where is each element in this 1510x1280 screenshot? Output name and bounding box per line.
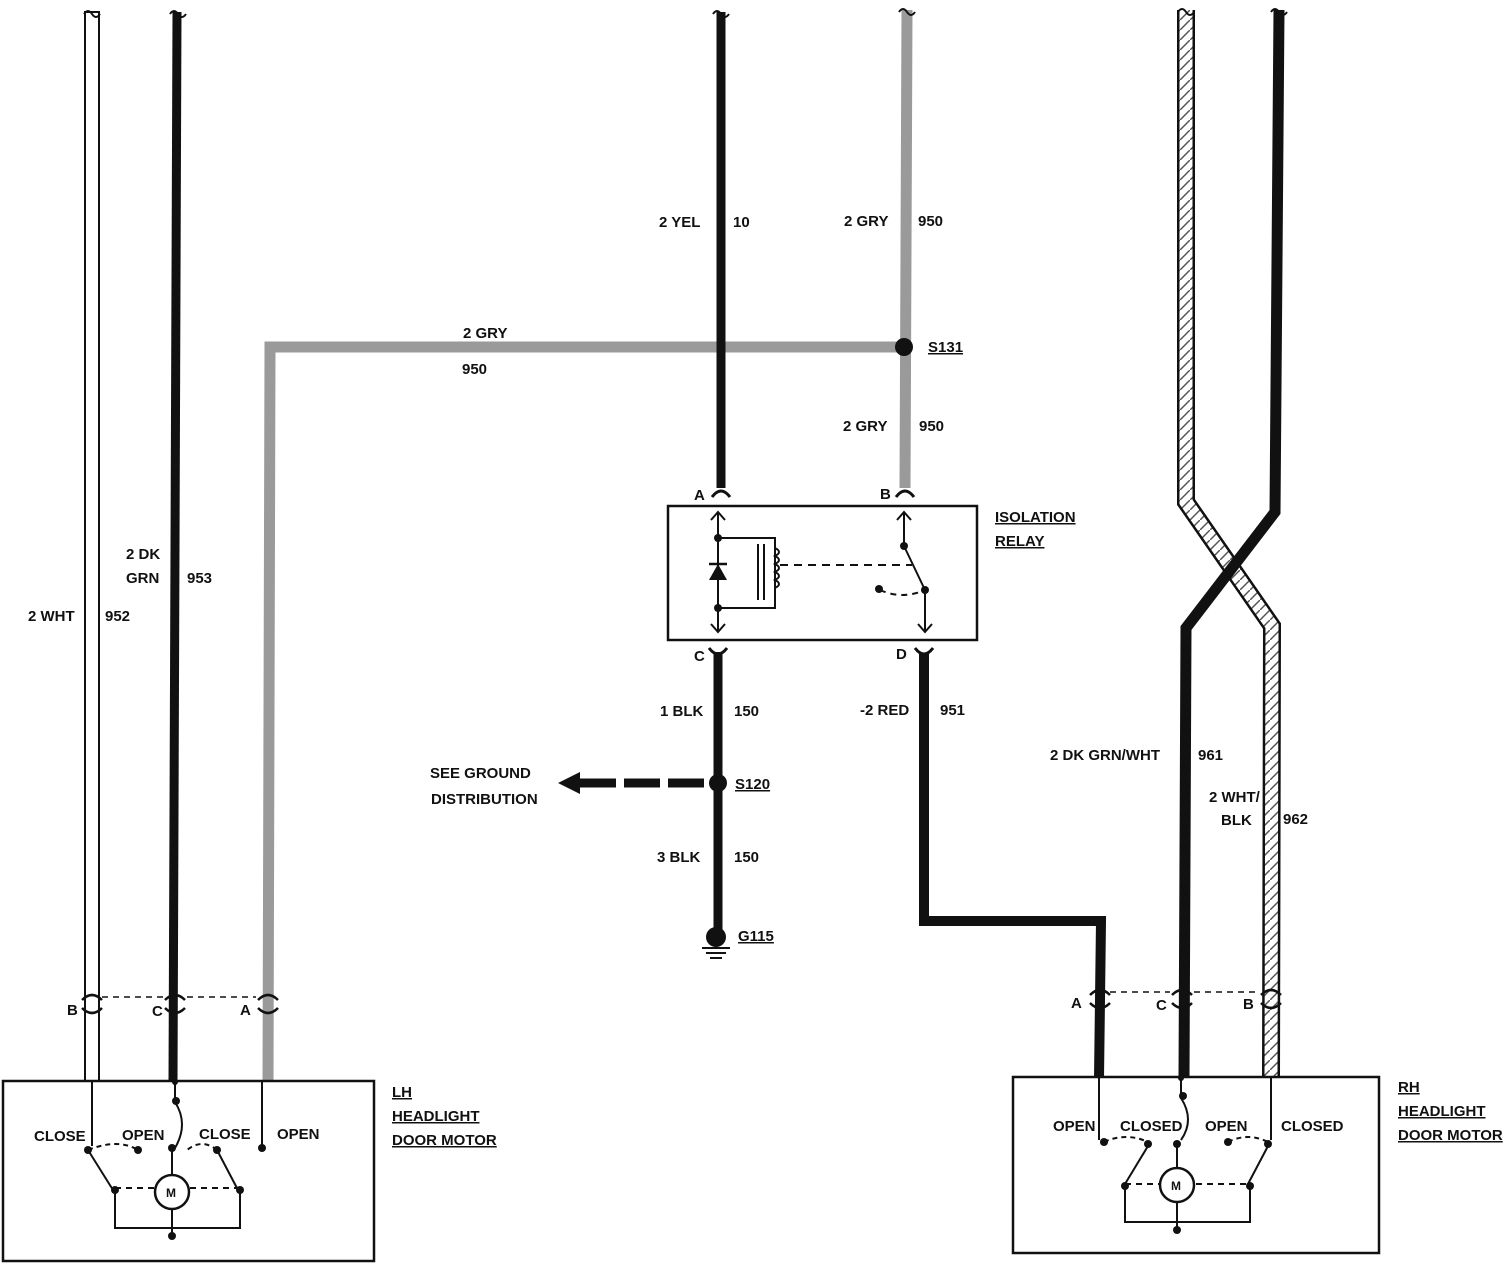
lh-headlight-door-motor <box>1 1079 376 1263</box>
lh-switch-open-left: OPEN <box>122 1127 165 1144</box>
rh-pin-c: C <box>1156 997 1167 1014</box>
rh-motor-title-line3: DOOR MOTOR <box>1398 1127 1503 1144</box>
isolation-relay <box>666 504 979 642</box>
relay-pin-d: D <box>896 646 907 663</box>
lh-motor-symbol: M <box>166 1186 176 1200</box>
label-dkgrn-line2: GRN <box>126 570 159 587</box>
rh-connector <box>1089 988 1282 1010</box>
rh-motor-title-line1: RH <box>1398 1079 1420 1096</box>
label-ground-ref-line1: SEE GROUND <box>430 765 531 782</box>
relay-title-line2: RELAY <box>995 533 1044 550</box>
wire-yel-10 <box>712 10 730 488</box>
relay-title-line1: ISOLATION <box>995 509 1076 526</box>
wire-gry-950-branch <box>262 341 905 1083</box>
lh-motor-title-line3: DOOR MOTOR <box>392 1132 497 1149</box>
lh-switch-open-right: OPEN <box>277 1126 320 1143</box>
wire-gry-950 <box>898 8 916 489</box>
relay-pin-c: C <box>694 648 705 665</box>
label-whtblk-line1: 2 WHT/ <box>1209 789 1261 806</box>
rh-motor-title-line2: HEADLIGHT <box>1398 1103 1486 1120</box>
label-red-gauge: -2 RED <box>860 702 909 719</box>
label-dkgrnwht-gauge: 2 DK GRN/WHT <box>1050 747 1160 764</box>
label-gry-top-circuit: 950 <box>918 213 943 230</box>
label-yel-gauge: 2 YEL <box>659 214 700 231</box>
lh-motor-title-line1: LH <box>392 1084 412 1101</box>
label-blk-upper-circuit: 150 <box>734 703 759 720</box>
label-blk-lower-circuit: 150 <box>734 849 759 866</box>
label-wht-gauge: 2 WHT <box>28 608 75 625</box>
label-splice-s120: S120 <box>735 776 770 793</box>
label-blk-lower-gauge: 3 BLK <box>657 849 701 866</box>
relay-pin-a: A <box>694 487 705 504</box>
label-splice-s131: S131 <box>928 339 963 356</box>
lh-pin-a: A <box>240 1002 251 1019</box>
rh-switch-closed-left: CLOSED <box>1120 1118 1183 1135</box>
wire-dkgrn-953 <box>168 10 187 1083</box>
splice-s131-dot <box>895 338 913 356</box>
wire-red-951 <box>919 654 1107 1079</box>
lh-pin-b: B <box>67 1002 78 1019</box>
wire-dkgrnwht-961 <box>1178 8 1288 1079</box>
label-ground-g115: G115 <box>738 928 774 945</box>
lh-connector <box>81 993 279 1015</box>
lh-switch-close-left: CLOSE <box>34 1128 86 1145</box>
rh-headlight-door-motor <box>1011 1075 1381 1255</box>
rh-pin-b: B <box>1243 996 1254 1013</box>
rh-switch-closed-right: CLOSED <box>1281 1118 1344 1135</box>
label-gry-top-gauge: 2 GRY <box>844 213 888 230</box>
lh-switch-close-right: CLOSE <box>199 1126 251 1143</box>
relay-pin-b: B <box>880 486 891 503</box>
label-gry-mid-gauge: 2 GRY <box>843 418 887 435</box>
label-ground-ref-line2: DISTRIBUTION <box>431 791 538 808</box>
label-dkgrn-line1: 2 DK <box>126 546 160 563</box>
rh-switch-open-right: OPEN <box>1205 1118 1248 1135</box>
rh-motor-symbol: M <box>1171 1179 1181 1193</box>
label-red-circuit: 951 <box>940 702 965 719</box>
wire-whtblk-962 <box>1177 8 1282 1079</box>
wire-wht-952 <box>83 10 101 1083</box>
label-dkgrn-circuit: 953 <box>187 570 212 587</box>
label-wht-circuit: 952 <box>105 608 130 625</box>
rh-pin-a: A <box>1071 995 1082 1012</box>
lh-pin-c: C <box>152 1003 163 1020</box>
ground-distribution-wire <box>558 772 712 794</box>
label-blk-upper-gauge: 1 BLK <box>660 703 704 720</box>
lh-motor-title-line2: HEADLIGHT <box>392 1108 480 1125</box>
label-yel-circuit: 10 <box>733 214 750 231</box>
label-gry-mid-circuit: 950 <box>919 418 944 435</box>
rh-switch-open-left: OPEN <box>1053 1118 1096 1135</box>
relay-connector-top <box>710 489 916 498</box>
label-whtblk-circuit: 962 <box>1283 811 1308 828</box>
label-dkgrnwht-circuit: 961 <box>1198 747 1223 764</box>
label-gry-branch-gauge: 2 GRY <box>463 325 507 342</box>
splice-s120-dot <box>709 774 727 792</box>
label-whtblk-line2: BLK <box>1221 812 1252 829</box>
label-gry-branch-circuit: 950 <box>462 361 487 378</box>
ground-g115-symbol <box>702 927 730 959</box>
